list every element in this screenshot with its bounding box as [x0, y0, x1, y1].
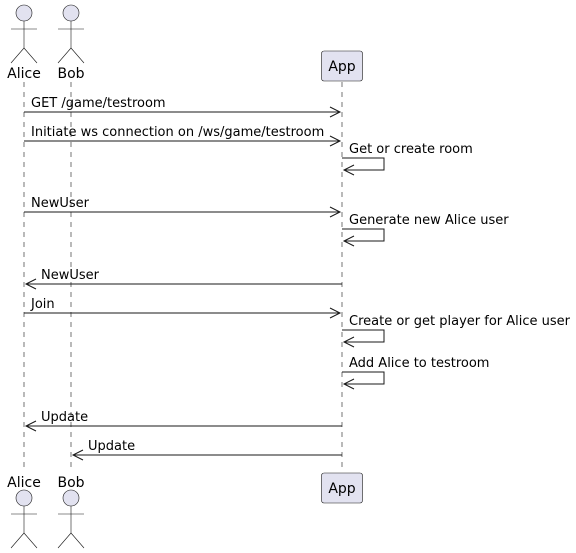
actor-head — [15, 489, 33, 507]
actor-right-leg — [23, 532, 38, 549]
message-label: Update — [88, 439, 135, 454]
arrowhead — [24, 278, 37, 290]
arrowhead — [342, 235, 355, 247]
self-message-arrow — [342, 329, 385, 343]
participant-box-app-bottom — [321, 472, 363, 504]
message-label: GET /game/testroom — [31, 96, 166, 111]
message-8: Create or get player for Alice user — [342, 314, 571, 348]
actor-left-leg — [10, 47, 25, 64]
actor-head — [62, 4, 80, 22]
message-6: NewUser — [24, 268, 342, 290]
actor-right-leg — [70, 47, 85, 64]
message-label: Add Alice to testroom — [349, 356, 489, 371]
participant-label-bob-top: Bob — [57, 66, 84, 82]
self-message-arrow — [342, 371, 385, 385]
arrowhead — [342, 164, 355, 176]
participant-label-app-top: App — [328, 59, 355, 75]
message-label: Create or get player for Alice user — [349, 314, 571, 329]
participant-box-app-top — [321, 50, 363, 82]
participant-label-bob-bottom: Bob — [57, 475, 84, 491]
message-label: Initiate ws connection on /ws/game/testr… — [31, 125, 324, 140]
self-message-arrow — [342, 157, 385, 171]
actor-stick-figure-icon — [10, 489, 38, 549]
actor-right-leg — [70, 532, 85, 549]
participant-label-alice-bottom: Alice — [7, 475, 41, 491]
self-message-arrow — [342, 228, 385, 242]
arrowhead — [329, 206, 342, 218]
message-label: Update — [41, 410, 88, 425]
arrowhead — [329, 135, 342, 147]
message-4: NewUser — [24, 196, 342, 218]
message-7: Join — [24, 297, 342, 319]
actor-stick-figure-icon — [10, 4, 38, 64]
actor-left-leg — [57, 47, 72, 64]
arrowhead — [329, 307, 342, 319]
message-label: Get or create room — [349, 142, 473, 157]
message-11: Update — [71, 439, 342, 461]
message-label: Join — [30, 297, 55, 312]
arrowhead — [24, 420, 37, 432]
message-label: NewUser — [41, 268, 100, 283]
message-2: Initiate ws connection on /ws/game/testr… — [24, 125, 342, 147]
message-label: Generate new Alice user — [349, 213, 509, 228]
message-label: NewUser — [31, 196, 90, 211]
message-5: Generate new Alice user — [342, 213, 509, 247]
message-1: GET /game/testroom — [24, 96, 342, 118]
arrowhead — [329, 106, 342, 118]
arrowhead — [71, 449, 84, 461]
actor-stick-figure-icon — [57, 489, 85, 549]
participant-label-app-bottom: App — [328, 481, 355, 497]
arrowhead — [342, 336, 355, 348]
actor-head — [15, 4, 33, 22]
arrowhead — [342, 378, 355, 390]
message-10: Update — [24, 410, 342, 432]
participant-heads-bottom: Alice Bob App — [7, 472, 363, 549]
actor-left-leg — [10, 532, 25, 549]
actor-head — [62, 489, 80, 507]
message-9: Add Alice to testroom — [342, 356, 489, 390]
actor-left-leg — [57, 532, 72, 549]
participant-label-alice-top: Alice — [7, 66, 41, 82]
actor-stick-figure-icon — [57, 4, 85, 64]
participant-heads-top: Alice Bob App — [7, 4, 363, 82]
message-3: Get or create room — [342, 142, 473, 176]
actor-right-leg — [23, 47, 38, 64]
lifelines — [23, 82, 343, 472]
